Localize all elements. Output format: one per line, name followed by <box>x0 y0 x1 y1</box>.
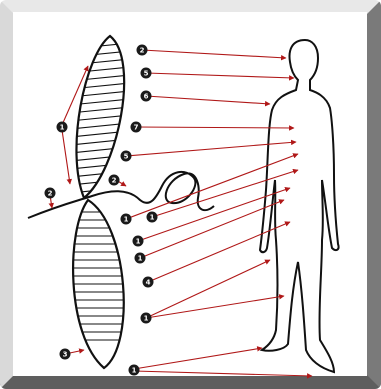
badge-14: 1 <box>141 313 152 324</box>
badge-10: 1 <box>147 212 158 223</box>
svg-text:1: 1 <box>136 238 141 246</box>
badge-8: 2 <box>109 175 120 186</box>
svg-text:1: 1 <box>132 367 137 375</box>
badge-3: 6 <box>141 91 152 102</box>
upper-lens <box>60 36 140 198</box>
badge-2: 5 <box>141 68 152 79</box>
svg-text:1: 1 <box>150 214 155 222</box>
badge-4: 7 <box>131 122 142 133</box>
svg-text:5: 5 <box>124 153 129 161</box>
badge-6: 1 <box>57 122 68 133</box>
badge-16: 1 <box>129 365 140 376</box>
badge-11: 1 <box>133 236 144 247</box>
badge-12: 1 <box>135 253 146 264</box>
svg-text:1: 1 <box>138 255 143 263</box>
svg-text:5: 5 <box>144 70 149 78</box>
svg-text:1: 1 <box>60 124 65 132</box>
svg-text:1: 1 <box>144 315 149 323</box>
badge-13: 4 <box>143 277 154 288</box>
svg-text:6: 6 <box>144 93 149 101</box>
lower-lens <box>60 200 140 368</box>
svg-text:2: 2 <box>140 47 145 55</box>
svg-text:4: 4 <box>146 279 151 287</box>
badge-9: 1 <box>121 214 132 225</box>
svg-text:2: 2 <box>48 190 53 198</box>
badge-5: 5 <box>121 151 132 162</box>
human-body-outline <box>260 40 339 372</box>
badge-1: 2 <box>137 45 148 56</box>
cursive-stroke <box>28 172 214 218</box>
svg-text:2: 2 <box>112 177 117 185</box>
svg-text:3: 3 <box>63 351 68 359</box>
badge-7: 2 <box>45 188 56 199</box>
badge-15: 3 <box>60 349 71 360</box>
svg-text:7: 7 <box>134 124 139 132</box>
svg-text:1: 1 <box>124 216 129 224</box>
